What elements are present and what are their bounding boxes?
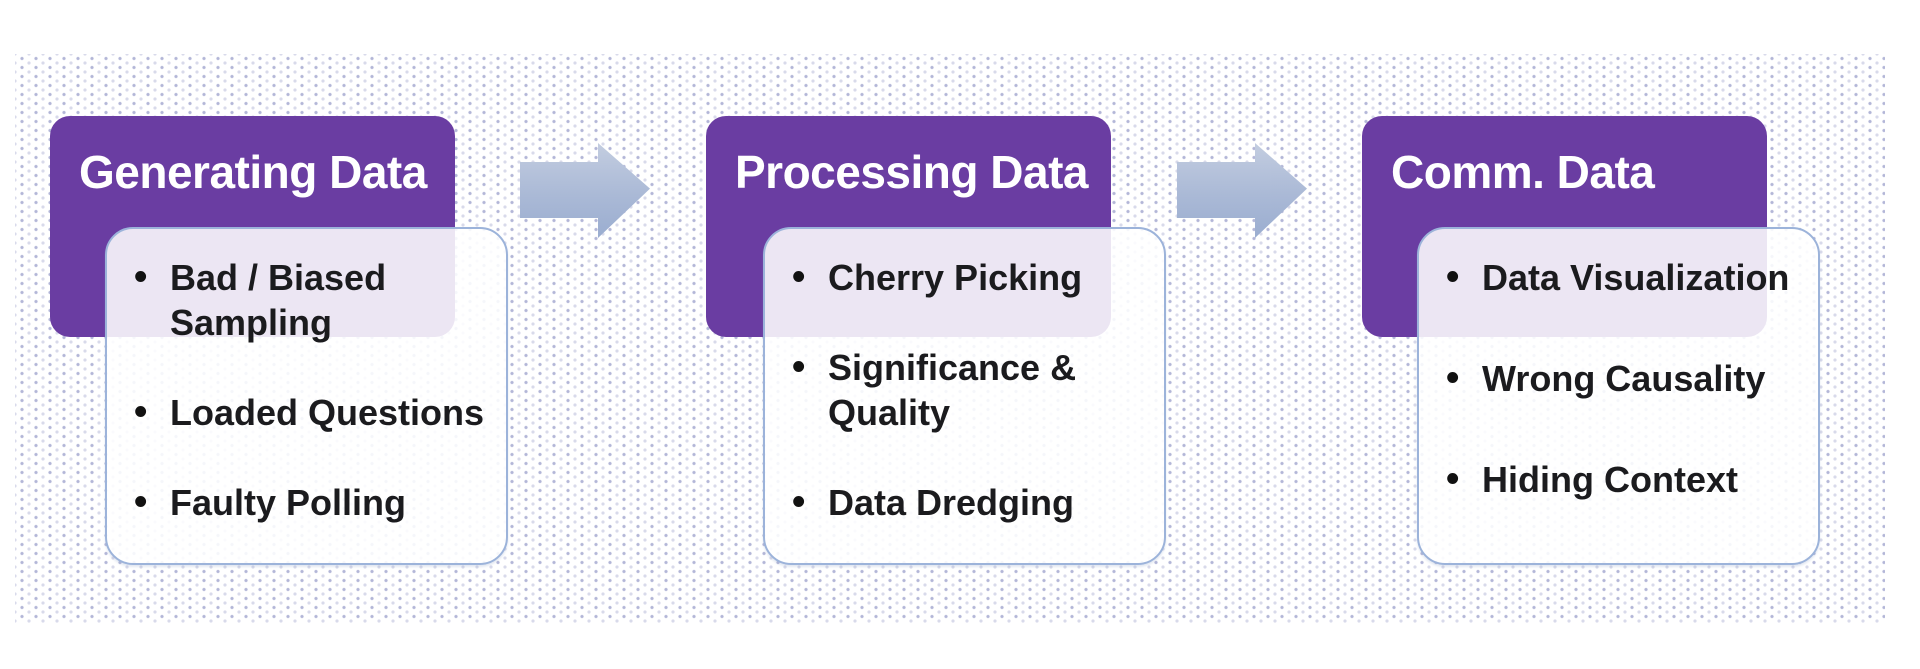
bullet-text: Wrong Causality: [1482, 358, 1766, 399]
bullet-item: • Cherry Picking: [765, 255, 1148, 300]
bullet-icon: •: [1446, 256, 1460, 298]
bullet-text: Loaded Questions: [170, 392, 485, 433]
step-card: • Data Visualization • Wrong Causality •…: [1417, 227, 1820, 565]
step-card: • Cherry Picking • Significance & Qualit…: [763, 227, 1166, 565]
bullet-icon: •: [792, 256, 806, 298]
bullet-text: Bad / Biased Sampling: [170, 257, 387, 343]
bullet-item: • Data Dredging: [765, 480, 1148, 525]
bullet-item: • Loaded Questions: [107, 390, 490, 435]
bullet-text: Data Dredging: [828, 482, 1075, 523]
step-bullet-list: • Cherry Picking • Significance & Qualit…: [765, 255, 1164, 525]
bullet-item: • Data Visualization: [1419, 255, 1802, 300]
bullet-icon: •: [1446, 357, 1460, 399]
bullet-icon: •: [1446, 458, 1460, 500]
bullet-icon: •: [134, 481, 148, 523]
bullet-item: • Bad / Biased Sampling: [107, 255, 490, 345]
step-bullet-list: • Bad / Biased Sampling • Loaded Questio…: [107, 255, 506, 525]
bullet-item: • Wrong Causality: [1419, 356, 1802, 401]
bullet-item: • Faulty Polling: [107, 480, 490, 525]
bullet-icon: •: [134, 256, 148, 298]
bullet-icon: •: [134, 391, 148, 433]
step-bullet-list: • Data Visualization • Wrong Causality •…: [1419, 255, 1818, 502]
bullet-text: Cherry Picking: [828, 257, 1083, 298]
bullet-item: • Hiding Context: [1419, 457, 1802, 502]
bullet-text: Faulty Polling: [170, 482, 407, 523]
bullet-item: • Significance & Quality: [765, 345, 1148, 435]
bullet-text: Significance & Quality: [828, 347, 1077, 433]
step-title: Comm. Data: [1391, 145, 1655, 198]
bullet-icon: •: [792, 481, 806, 523]
step-title: Generating Data: [79, 145, 427, 198]
step-card: • Bad / Biased Sampling • Loaded Questio…: [105, 227, 508, 565]
bullet-text: Hiding Context: [1482, 459, 1738, 500]
bullet-text: Data Visualization: [1482, 257, 1790, 298]
step-title: Processing Data: [735, 145, 1088, 198]
bullet-icon: •: [792, 346, 806, 388]
